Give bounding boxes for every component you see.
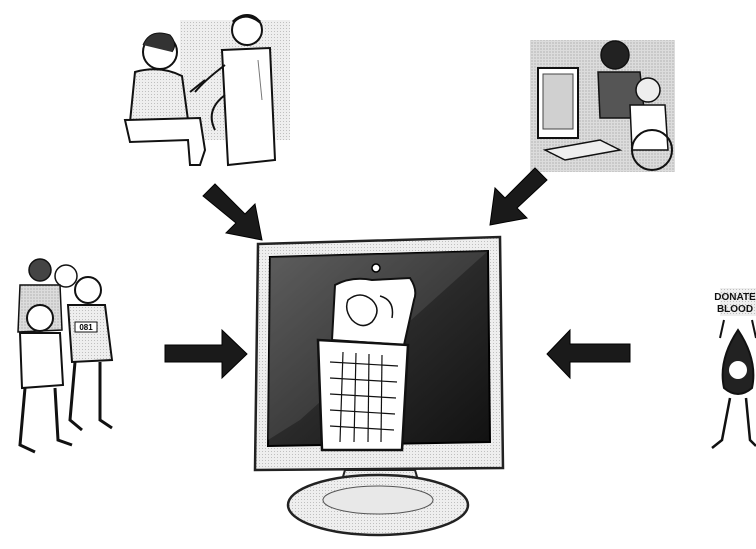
poster-text-line1: DONATE [714,292,756,303]
doctor-vaccination-icon [125,15,290,165]
arrow-right [547,330,630,378]
helper-head [601,41,629,69]
donate-blood-drop-icon: DONATE BLOOD [712,288,756,448]
running-group-icon: 081 [2,259,112,452]
arrow-left [165,330,247,378]
jersey-number: 081 [79,323,93,332]
monitor-with-calendar-icon [255,237,503,535]
wheelchair-computer-user-icon [530,40,675,172]
arrow-top-right [490,168,547,225]
arrow-top-left [203,184,262,240]
doctor-coat [222,48,275,165]
patient-legs [125,118,205,165]
poster-text-line2: BLOOD [717,304,753,315]
user-head [636,78,660,102]
patient-shirt [130,69,188,122]
